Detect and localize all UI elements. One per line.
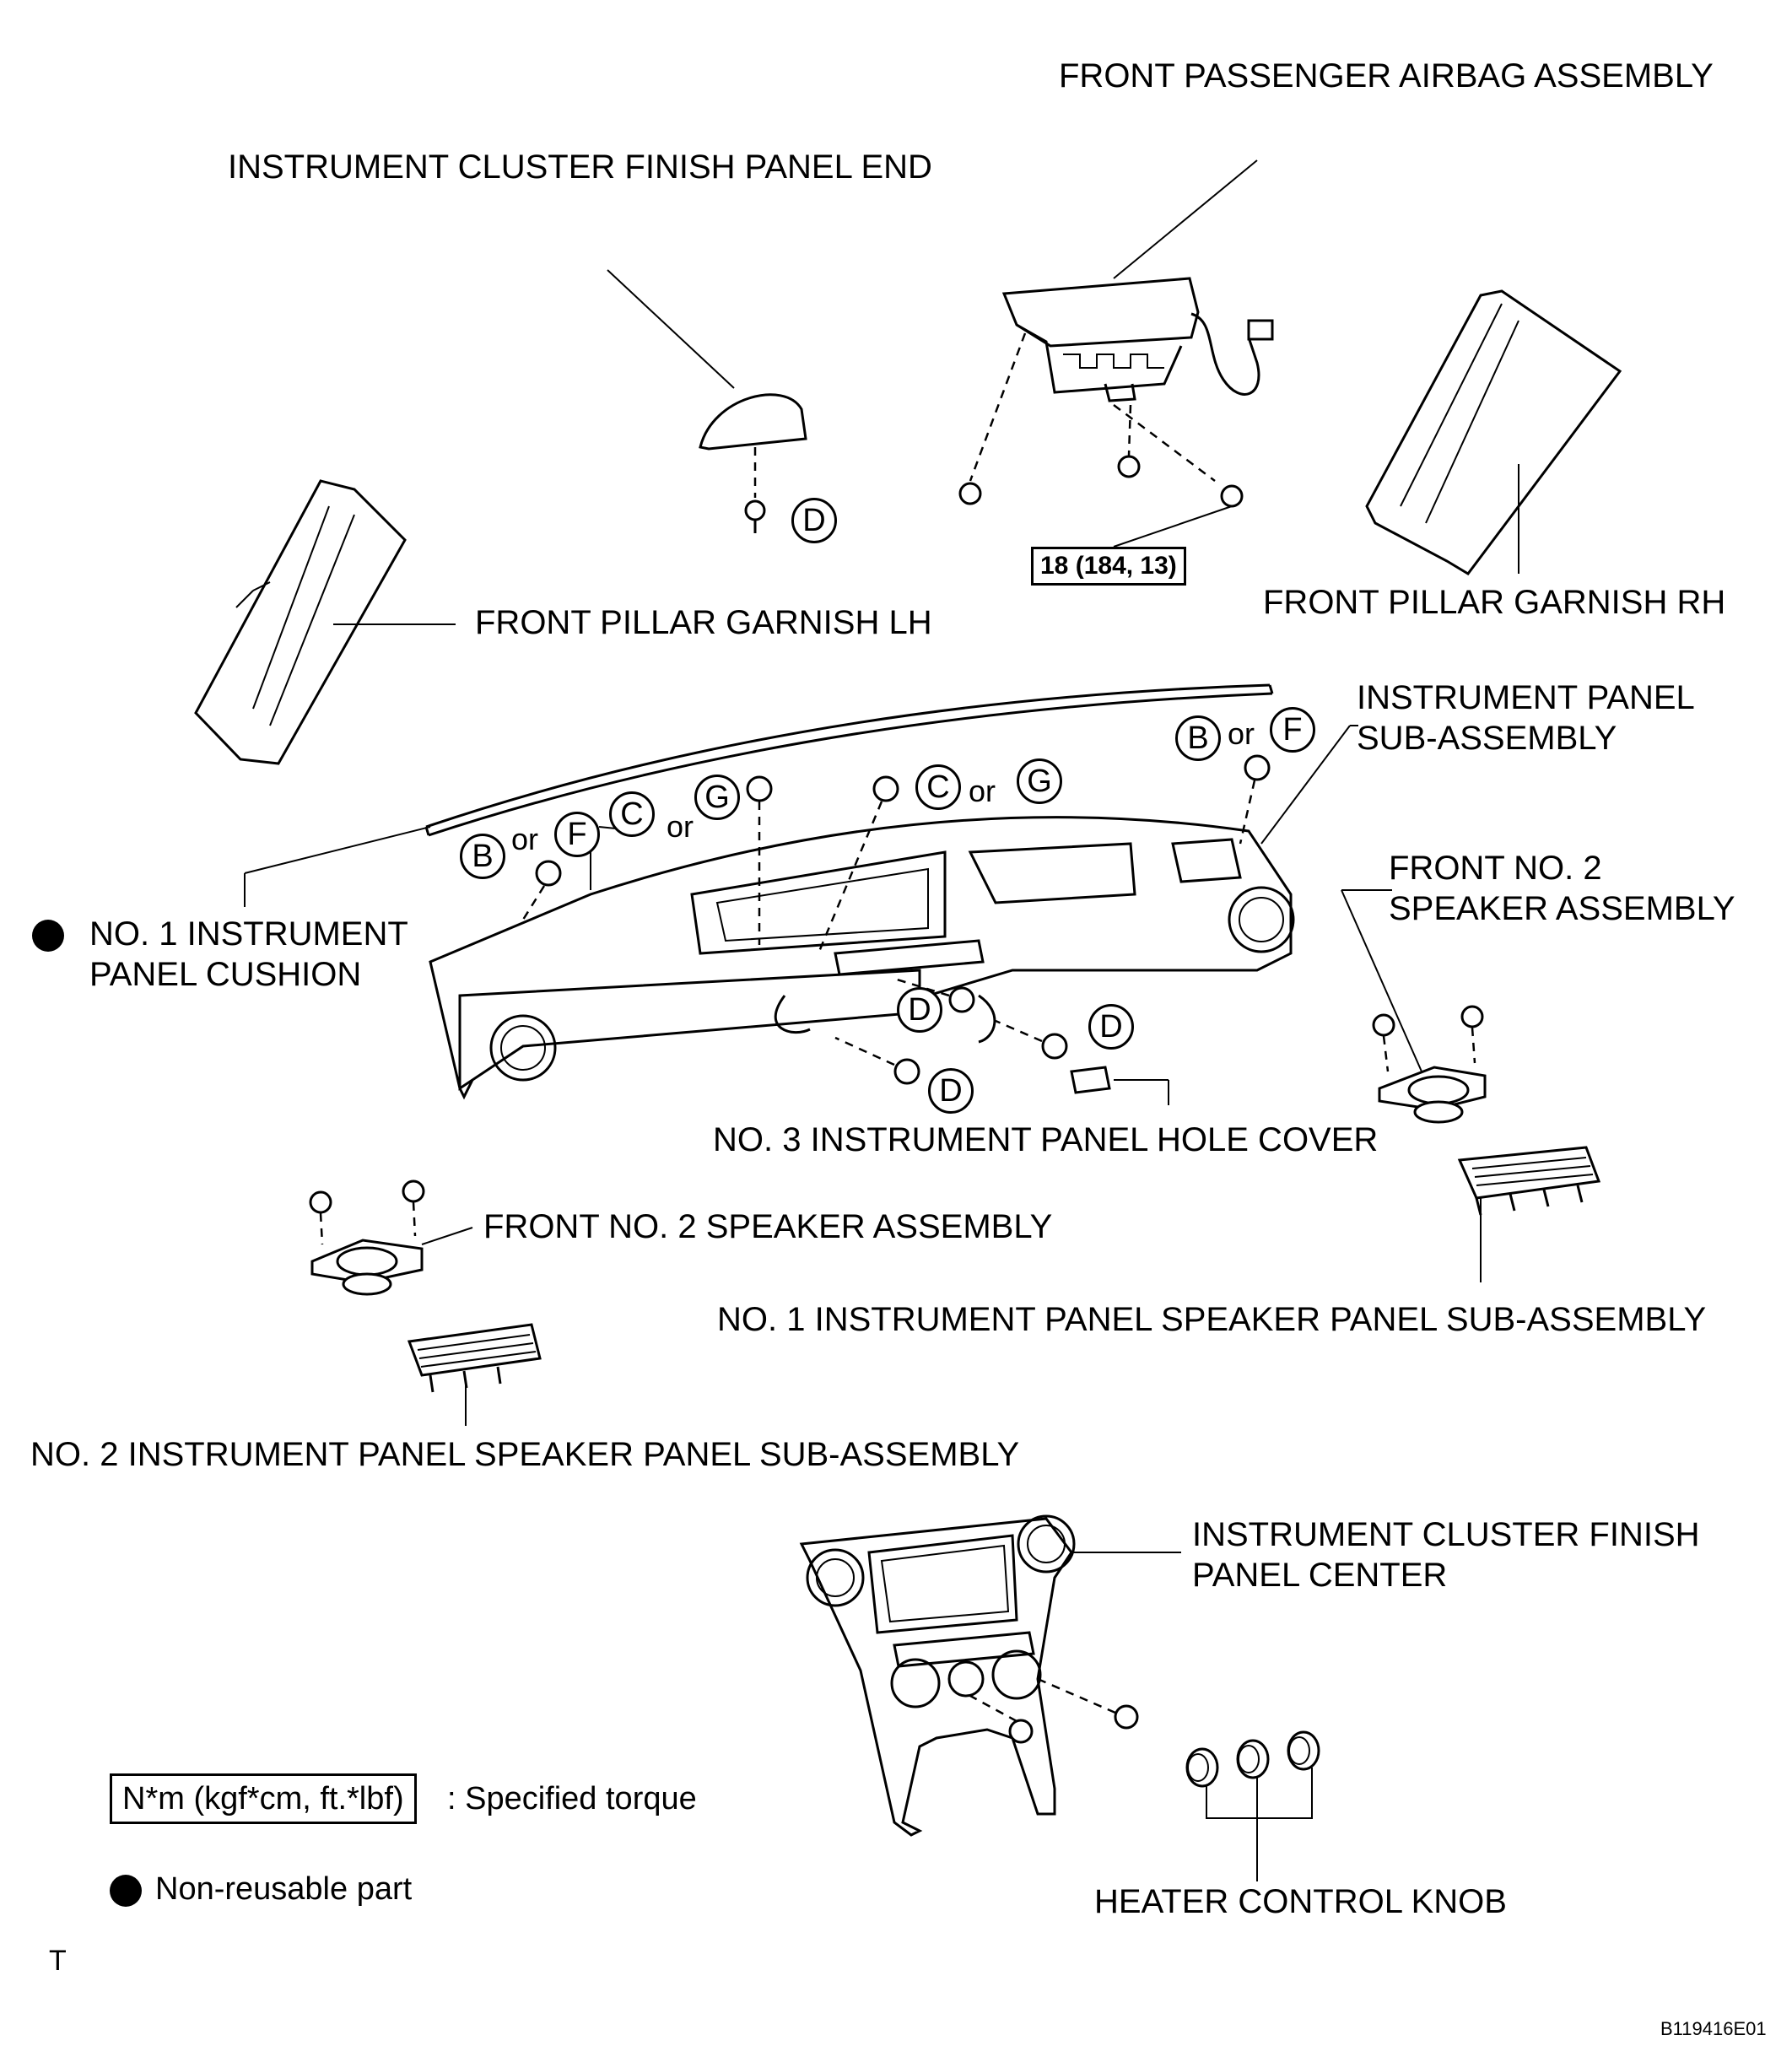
speaker-panel-1-drawing (1457, 1146, 1601, 1282)
instrument-panel-drawing (244, 683, 1358, 1100)
finish-panel-center-drawing (799, 1514, 1181, 1837)
label-instrument-cluster-finish-panel-end: INSTRUMENT CLUSTER FINISH PANEL END (228, 148, 932, 186)
label-instrument-panel-sub-assembly: INSTRUMENT PANEL SUB-ASSEMBLY (1357, 679, 1695, 757)
callout-g-left: G (694, 775, 740, 820)
label-front-pillar-garnish-lh: FRONT PILLAR GARNISH LH (475, 604, 932, 641)
label-heater-control-knob: HEATER CONTROL KNOB (1094, 1883, 1507, 1920)
callout-c-center: C (915, 764, 961, 810)
label-no1-instrument-panel-speaker-panel: NO. 1 INSTRUMENT PANEL SPEAKER PANEL SUB… (717, 1301, 1707, 1338)
callout-g-center: G (1017, 758, 1062, 804)
airbag-drawing (958, 159, 1274, 548)
torque-spec-airbag-bolt: 18 (184, 13) (1031, 547, 1186, 586)
figure-code: B119416E01 (1660, 2018, 1767, 2039)
legend-torque-desc: : Specified torque (447, 1781, 697, 1816)
label-instrument-cluster-finish-panel-center: INSTRUMENT CLUSTER FINISH PANEL CENTER (1192, 1516, 1700, 1594)
callout-d-finish-panel-end: D (791, 498, 837, 543)
callout-d-lower-1: D (897, 987, 942, 1033)
speaker-panel-2-drawing (407, 1323, 542, 1426)
legend-non-reusable-text: Non-reusable part (155, 1871, 413, 1907)
callout-c-left: C (609, 791, 655, 837)
label-front-passenger-airbag-assembly: FRONT PASSENGER AIRBAG ASSEMBLY (1059, 57, 1714, 94)
speaker-right-drawing (1341, 889, 1487, 1124)
callout-or-center: or (969, 774, 996, 808)
hole-cover-drawing (1070, 1066, 1169, 1105)
callout-f-left: F (554, 812, 600, 857)
non-reusable-marker (32, 920, 64, 952)
corner-mark: T (49, 1945, 67, 1977)
callout-b-right: B (1175, 715, 1221, 761)
callout-b-left: B (460, 834, 505, 879)
callout-or-right: or (1228, 716, 1255, 751)
callout-or-left-1: or (511, 822, 539, 856)
label-no1-instrument-panel-cushion: NO. 1 INSTRUMENT PANEL CUSHION (89, 915, 408, 993)
label-no3-instrument-panel-hole-cover: NO. 3 INSTRUMENT PANEL HOLE COVER (713, 1121, 1379, 1158)
finish-panel-end-drawing (607, 269, 807, 533)
pillar-rh-drawing (1365, 289, 1622, 575)
callout-or-left-2: or (667, 809, 694, 844)
label-front-no2-speaker-assembly-right: FRONT NO. 2 SPEAKER ASSEMBLY (1389, 850, 1735, 927)
pillar-lh-drawing (194, 479, 456, 765)
label-no2-instrument-panel-speaker-panel: NO. 2 INSTRUMENT PANEL SPEAKER PANEL SUB… (30, 1436, 1020, 1473)
heater-knobs-drawing (1185, 1730, 1320, 1881)
legend-torque-box: N*m (kgf*cm, ft.*lbf) (110, 1773, 417, 1824)
callout-f-right: F (1270, 707, 1315, 753)
callout-d-lower-3: D (928, 1068, 974, 1114)
speaker-left-drawing (309, 1179, 473, 1296)
label-front-no2-speaker-assembly-left: FRONT NO. 2 SPEAKER ASSEMBLY (483, 1208, 1053, 1245)
label-front-pillar-garnish-rh: FRONT PILLAR GARNISH RH (1263, 584, 1726, 621)
callout-d-lower-2: D (1088, 1004, 1134, 1050)
legend-non-reusable-dot (110, 1875, 142, 1907)
